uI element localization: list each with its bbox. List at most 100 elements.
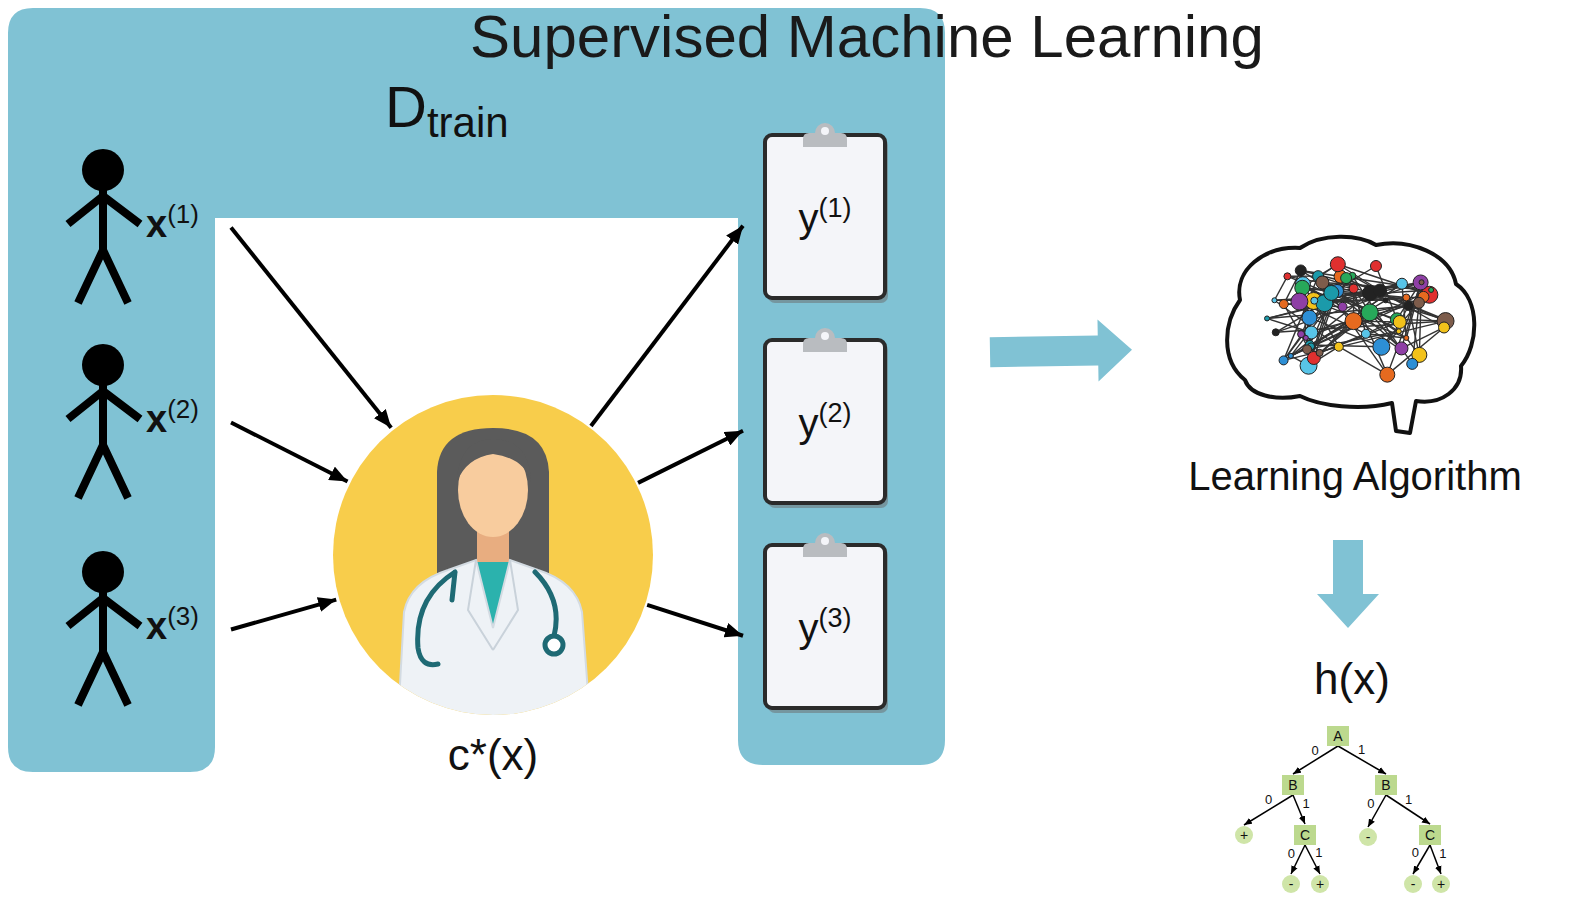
brain-dot xyxy=(1429,287,1434,292)
text-part: (2) xyxy=(819,398,852,428)
node-label: x(3) xyxy=(146,605,225,649)
tree-node-label: + xyxy=(1437,877,1445,891)
brain-dot xyxy=(1404,301,1413,310)
tree-node-label: - xyxy=(1411,877,1416,891)
text-part: (1) xyxy=(167,199,199,229)
clipboard xyxy=(765,533,888,713)
brain-dot xyxy=(1413,275,1428,290)
doctor-fringe xyxy=(457,439,531,482)
arrow-connector xyxy=(231,228,391,428)
brain-link xyxy=(1318,276,1401,348)
tree-node-label: A xyxy=(1333,729,1342,743)
tree-leaf: + xyxy=(1311,875,1329,893)
arrow-connector xyxy=(231,423,348,482)
tree-node-label: B xyxy=(1381,778,1390,792)
tree-node-label: C xyxy=(1300,828,1310,842)
brain-dot xyxy=(1334,342,1343,351)
label-clipboard: y(1) xyxy=(765,135,885,300)
brain-dot xyxy=(1279,300,1288,309)
stethoscope-bell xyxy=(545,636,563,654)
branch-value: 0 xyxy=(1312,743,1319,756)
patient: x(2) xyxy=(60,340,225,505)
stethoscope xyxy=(418,572,557,665)
tree-branch xyxy=(1368,795,1386,827)
text-part: train xyxy=(427,99,509,146)
node-label: Dtrain xyxy=(385,74,605,141)
brain-link xyxy=(1274,276,1287,300)
tree-split-node: B xyxy=(1282,775,1304,795)
brain-dot xyxy=(1404,335,1409,340)
clipboard xyxy=(765,123,888,303)
brain-dot xyxy=(1265,316,1270,321)
brain-dot xyxy=(1303,335,1308,340)
brain-link xyxy=(1387,327,1444,374)
tree-node-label: C xyxy=(1425,828,1435,842)
node-label: x(1) xyxy=(146,203,225,247)
brain-dot xyxy=(1380,367,1395,382)
brain-dot xyxy=(1413,297,1424,308)
doctor-lapel xyxy=(468,560,518,650)
tree-leaf: - xyxy=(1282,875,1300,893)
text-part: D xyxy=(385,74,427,139)
doctor-circle: c*(x) xyxy=(333,395,653,795)
brain-dot xyxy=(1395,342,1408,355)
brain-dot xyxy=(1370,260,1381,271)
training-set: Dtrainx(1)x(2)x(3)y(1)y(2)y(3) xyxy=(8,8,945,773)
brain-link xyxy=(1284,276,1319,360)
brain-dot xyxy=(1345,313,1362,330)
brain-dot xyxy=(1284,273,1291,280)
arrow-connector xyxy=(647,605,743,636)
branch-value: 1 xyxy=(1315,846,1322,859)
brain-dot xyxy=(1279,356,1288,365)
node-label: Learning Algorithm xyxy=(1140,453,1570,499)
brain-dot xyxy=(1302,310,1317,325)
brain-link xyxy=(1352,276,1444,328)
brain-dot xyxy=(1361,304,1378,321)
tree-leaf: - xyxy=(1404,875,1422,893)
arrow-connector xyxy=(231,600,336,630)
node-label: y(2) xyxy=(765,400,885,446)
training-set-panel xyxy=(8,8,945,772)
brain-network xyxy=(1265,257,1454,382)
branch-value: 0 xyxy=(1265,793,1272,806)
stick-figure xyxy=(68,149,140,303)
stick-figure xyxy=(68,551,140,705)
branch-value: 1 xyxy=(1439,847,1446,860)
flow-arrow xyxy=(1317,540,1379,628)
text-part: (2) xyxy=(167,394,199,424)
brain-dot xyxy=(1396,329,1401,334)
tree-node-label: - xyxy=(1366,830,1371,844)
text-part: y xyxy=(799,196,819,240)
branch-value: 0 xyxy=(1367,797,1374,810)
patient: x(1) xyxy=(60,145,225,310)
tree-split-node: C xyxy=(1294,825,1316,845)
brain-outline xyxy=(1227,237,1474,433)
brain-link xyxy=(1284,278,1347,360)
brain-dot xyxy=(1407,358,1418,369)
node-label: x(2) xyxy=(146,398,225,442)
brain-dot xyxy=(1396,278,1407,289)
brain-dot xyxy=(1288,353,1293,358)
brain-dot xyxy=(1349,284,1358,293)
clipboard xyxy=(765,328,888,508)
tree-node-label: B xyxy=(1288,778,1297,792)
branch-value: 1 xyxy=(1405,793,1412,806)
tree-leaf: + xyxy=(1235,826,1253,844)
doctor-figure xyxy=(398,428,590,720)
stick-figure xyxy=(68,344,140,498)
tree-split-node: C xyxy=(1419,825,1441,845)
brain-dot xyxy=(1439,322,1450,333)
text-part: y xyxy=(799,606,819,650)
brain-dot xyxy=(1272,329,1279,336)
text-part: x xyxy=(146,203,167,245)
node-label: h(x) xyxy=(1225,654,1479,705)
brain-dot xyxy=(1374,284,1387,297)
arrow-connector xyxy=(591,226,743,426)
text-part: (3) xyxy=(167,601,199,631)
hypothesis: h(x)ABB+C-C-+-+ xyxy=(1225,648,1485,900)
brain-dot xyxy=(1316,349,1323,356)
title: Supervised Machine Learning xyxy=(470,2,1264,71)
tree-node-label: + xyxy=(1240,828,1248,842)
